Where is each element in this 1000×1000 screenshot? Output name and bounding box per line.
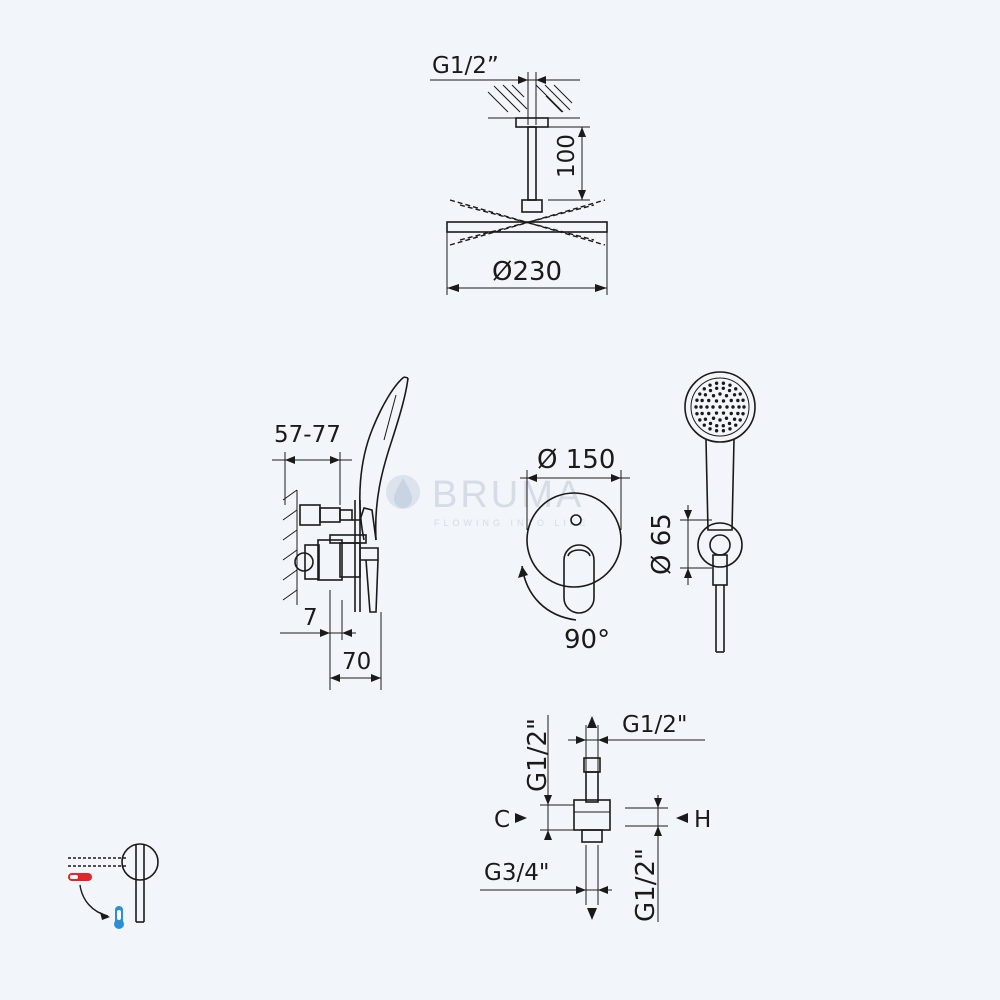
nozzle-dot (698, 418, 702, 422)
watermark-brand: BRUMA (432, 474, 584, 516)
nozzle-dot (711, 394, 716, 398)
plate-diameter-label: Ø 150 (537, 445, 615, 475)
drop-logo-icon (386, 475, 420, 509)
valve-inlet-label: G3/4" (484, 860, 549, 886)
nozzle-dot (702, 423, 706, 427)
nozzle-dot (714, 381, 719, 385)
nozzle-dot (738, 392, 742, 396)
nozzle-dot (742, 405, 746, 409)
overhead-shower-view: G1/2” 100 Ø230 (430, 53, 608, 295)
nozzle-dot (698, 392, 702, 396)
nozzle-dot (708, 383, 712, 387)
nozzle-dot (734, 423, 738, 427)
ceiling-hatch (487, 84, 580, 119)
hot-water-icon (68, 873, 92, 881)
nozzle-dot (737, 405, 741, 409)
nozzle-dot (715, 386, 719, 390)
wall-hatch (282, 489, 298, 605)
nozzle-dot (728, 383, 732, 387)
nozzle-dot (736, 398, 740, 403)
brand-watermark: BRUMA FLOWING INTO LIFE (386, 474, 589, 528)
nozzle-dot (714, 429, 719, 433)
nozzle-dot (708, 388, 713, 393)
nozzle-dot (721, 386, 725, 390)
rotation-label: 90° (564, 625, 610, 655)
valve-cold-label: C (494, 807, 510, 833)
nozzle-dot (738, 418, 742, 422)
nozzle-dot (732, 417, 737, 421)
valve-left-thread-label: G1/2" (523, 718, 553, 792)
watermark-tagline: FLOWING INTO LIFE (434, 518, 589, 528)
nozzle-dot (708, 427, 712, 431)
nozzle-dot (718, 392, 722, 396)
nozzle-dot (714, 411, 719, 415)
nozzle-dot (707, 398, 711, 403)
valve-right-thread-label: G1/2" (631, 848, 661, 922)
nozzle-dot (715, 424, 719, 428)
cold-water-icon (114, 906, 124, 929)
mixer-lever-icon (68, 843, 159, 929)
hand-shower-view: Ø 65 (647, 371, 756, 653)
nozzle-dot (702, 387, 706, 391)
nozzle-dot (703, 393, 708, 397)
nozzle-dot (714, 399, 719, 403)
nozzle-dot (721, 399, 726, 403)
nozzle-dot (731, 405, 735, 409)
valve-hot-label: H (694, 807, 711, 833)
nozzle-dot (694, 405, 698, 409)
nozzle-dot (729, 398, 733, 403)
mixer-side-view: 57-77 7 70 (272, 376, 409, 690)
nozzle-dot (724, 416, 729, 420)
nozzle-dot (721, 411, 726, 415)
valve-top-thread-label: G1/2" (622, 712, 687, 738)
nozzle-dot (718, 405, 722, 409)
nozzle-dot (741, 398, 745, 402)
overhead-thread-label: G1/2” (432, 53, 499, 79)
total-depth-label: 70 (342, 649, 371, 675)
nozzle-dot (708, 421, 713, 426)
nozzle-dot (699, 405, 703, 409)
nozzle-dot (700, 398, 704, 403)
arm-length-label: 100 (554, 134, 580, 178)
nozzle-pattern (694, 381, 746, 433)
nozzle-dot (718, 418, 722, 422)
nozzle-dot (721, 381, 726, 385)
nozzle-dot (736, 411, 740, 416)
nozzle-dot (741, 412, 745, 416)
valve-connections-view: G1/2" G1/2" C H G3/4" (480, 712, 711, 922)
nozzle-dot (695, 398, 699, 402)
nozzle-dot (728, 427, 732, 431)
nozzle-dot (724, 394, 729, 398)
nozzle-dot (703, 417, 708, 421)
mixer-front-view: Ø 150 90° (518, 445, 630, 655)
nozzle-dot (721, 424, 725, 428)
nozzle-dot (707, 411, 711, 416)
nozzle-dot (711, 405, 715, 409)
hand-diameter-label: Ø 65 (647, 513, 677, 575)
head-diameter-label: Ø230 (492, 257, 562, 287)
plate-gap-label: 7 (303, 605, 318, 631)
nozzle-dot (729, 411, 733, 416)
nozzle-dot (732, 393, 737, 397)
nozzle-dot (721, 429, 726, 433)
nozzle-dot (725, 405, 729, 409)
nozzle-dot (705, 405, 709, 409)
nozzle-dot (695, 412, 699, 416)
nozzle-dot (727, 421, 732, 426)
nozzle-dot (734, 387, 738, 391)
nozzle-dot (700, 411, 704, 416)
nozzle-dot (727, 388, 732, 393)
nozzle-dot (711, 416, 716, 420)
wall-depth-label: 57-77 (274, 422, 341, 448)
